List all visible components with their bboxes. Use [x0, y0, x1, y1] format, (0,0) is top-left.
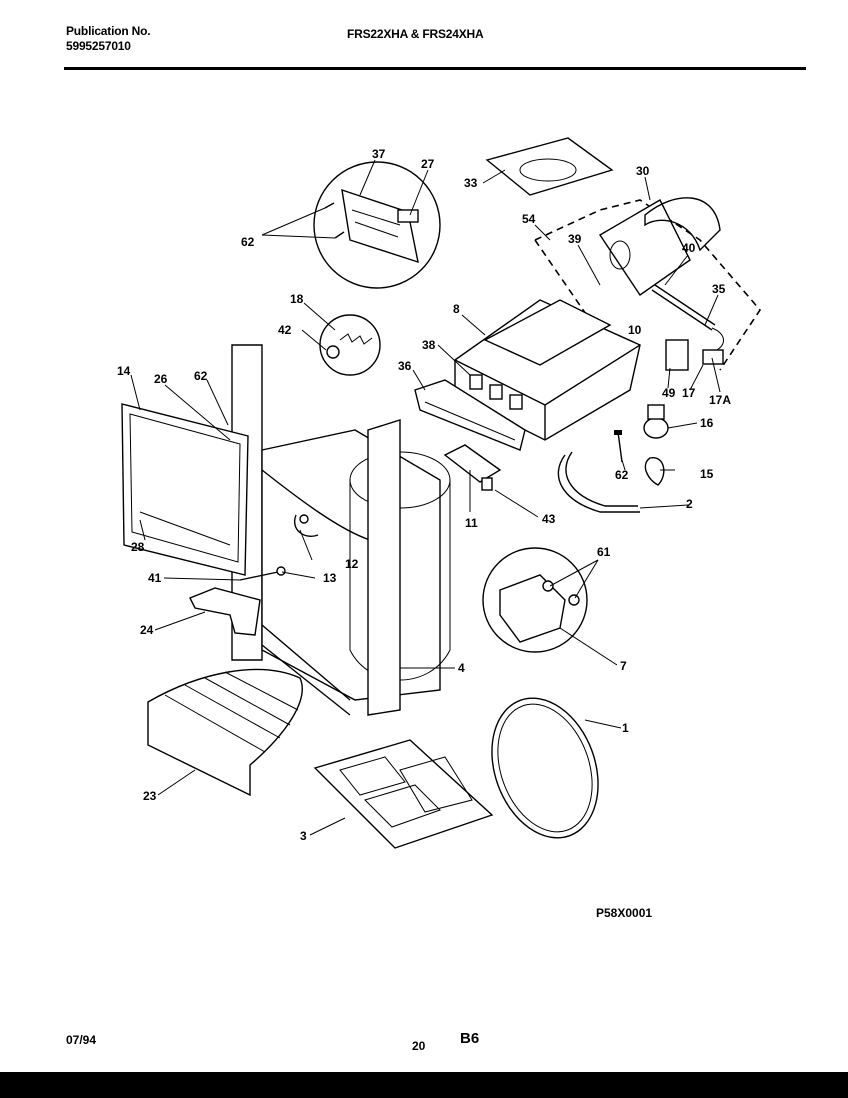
- part-24-actuator: [189, 587, 261, 636]
- callout-43: 43: [542, 512, 556, 526]
- part-13-screw: [239, 566, 286, 581]
- callout-17: 17: [682, 386, 696, 400]
- model-numbers: FRS22XHA & FRS24XHA: [347, 27, 484, 41]
- callout-62-left: 62: [194, 369, 208, 383]
- callout-26: 26: [154, 372, 168, 386]
- callout-41: 41: [148, 571, 162, 585]
- callout-28: 28: [131, 540, 145, 554]
- part-3-heater-plate: [313, 739, 494, 849]
- detail-circle-switch: [482, 547, 588, 653]
- callout-42: 42: [278, 323, 292, 337]
- footer-date: 07/94: [66, 1033, 97, 1047]
- footer-page-number: 20: [412, 1039, 426, 1053]
- part-14-front-panel: [121, 403, 249, 576]
- callout-38: 38: [422, 338, 436, 352]
- callout-33: 33: [464, 176, 478, 190]
- part-15-bulb: [644, 457, 665, 486]
- callout-61: 61: [597, 545, 611, 559]
- callout-14: 14: [117, 364, 131, 378]
- callout-3: 3: [300, 829, 307, 843]
- part-16-socket: [643, 404, 669, 439]
- callout-36: 36: [398, 359, 412, 373]
- callout-30: 30: [636, 164, 650, 178]
- part-1-gasket: [491, 697, 599, 839]
- callout-35: 35: [712, 282, 726, 296]
- part-8-control-housing: [454, 299, 641, 441]
- callout-37: 37: [372, 147, 386, 161]
- callout-13: 13: [323, 571, 337, 585]
- callout-39: 39: [568, 232, 582, 246]
- front-pillar: [367, 419, 401, 716]
- header-rule: [64, 67, 806, 70]
- part-33-top-plate: [485, 137, 614, 196]
- leader-lines: [130, 159, 721, 836]
- part-23-drip-tray: [147, 668, 303, 797]
- callout-49: 49: [662, 386, 676, 400]
- detail-circle-spring: [319, 314, 381, 376]
- part-62-screw: [614, 430, 623, 463]
- callout-54: 54: [522, 212, 536, 226]
- callout-17a: 17A: [709, 393, 731, 407]
- callout-11: 11: [465, 516, 478, 530]
- callout-8: 8: [453, 302, 460, 316]
- part-12-clip: [293, 514, 319, 537]
- publication-label: Publication No.: [66, 24, 151, 38]
- part-11-switch-plate: [443, 444, 502, 491]
- callout-12: 12: [345, 557, 359, 571]
- callout-40: 40: [682, 241, 696, 255]
- publication-number: 5995257010: [66, 39, 131, 53]
- callout-2: 2: [686, 497, 693, 511]
- footer-section: B6: [460, 1030, 480, 1047]
- callout-62-top: 62: [241, 235, 255, 249]
- part-2-wire-harness: [557, 451, 640, 513]
- callout-27: 27: [421, 157, 435, 171]
- part-49-bracket: [665, 339, 724, 371]
- callout-62-right: 62: [615, 468, 629, 482]
- callout-18: 18: [290, 292, 304, 306]
- callout-24: 24: [140, 623, 154, 637]
- callout-23: 23: [143, 789, 157, 803]
- callout-16: 16: [700, 416, 714, 430]
- detail-circle-bracket: [313, 161, 441, 289]
- callout-15: 15: [700, 467, 714, 481]
- callout-10: 10: [628, 323, 642, 337]
- callout-1: 1: [622, 721, 629, 735]
- callout-4: 4: [458, 661, 465, 675]
- part-30-duct: [599, 197, 721, 296]
- callout-7: 7: [620, 659, 627, 673]
- diagram-code: P58X0001: [596, 906, 653, 920]
- bottom-border-bar: [0, 1072, 848, 1098]
- part-36-panel: [414, 379, 526, 451]
